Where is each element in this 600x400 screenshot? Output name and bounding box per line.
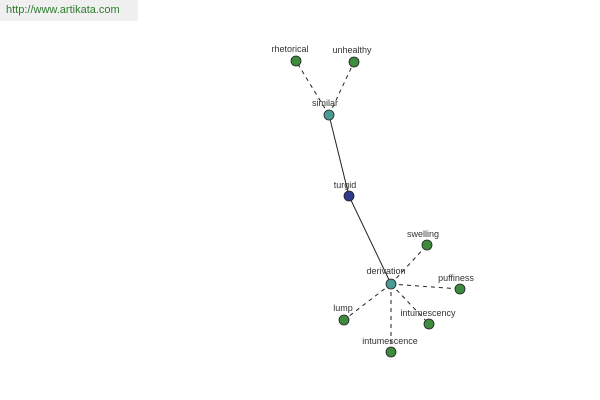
- node-lump-circle[interactable]: [338, 314, 350, 326]
- edge-derivation-puffiness: [390, 283, 461, 290]
- edge-turgid-similar: [328, 114, 350, 197]
- node-unhealthy-label[interactable]: unhealthy: [332, 45, 372, 55]
- artikata-watermark-link[interactable]: http://www.artikata.com: [0, 0, 138, 21]
- node-turgid[interactable]: turgid: [334, 180, 357, 202]
- edge-similar-unhealthy: [328, 61, 355, 116]
- edge-turgid-derivation: [348, 195, 392, 285]
- edge-similar-rhetorical: [295, 60, 330, 116]
- nodes-layer: turgid similar derivation rhetorical unhealt…: [271, 44, 474, 358]
- node-rhetorical-label[interactable]: rhetorical: [271, 44, 308, 54]
- node-lump[interactable]: lump: [333, 303, 353, 326]
- node-intumescence-label[interactable]: intumescence: [362, 336, 418, 346]
- node-similar[interactable]: similar: [312, 98, 338, 121]
- node-lump-label[interactable]: lump: [333, 303, 353, 313]
- edge-derivation-swelling: [390, 244, 428, 285]
- node-swelling[interactable]: swelling: [407, 229, 439, 251]
- node-derivation[interactable]: derivation: [366, 266, 406, 290]
- node-swelling-label[interactable]: swelling: [407, 229, 439, 239]
- node-similar-label[interactable]: similar: [312, 98, 338, 108]
- node-derivation-circle[interactable]: [385, 278, 397, 290]
- node-puffiness-label[interactable]: puffiness: [438, 273, 474, 283]
- node-intumescency[interactable]: intumescency: [400, 308, 456, 330]
- node-unhealthy-circle[interactable]: [348, 56, 360, 68]
- node-intumescency-label[interactable]: intumescency: [400, 308, 456, 318]
- node-turgid-label[interactable]: turgid: [334, 180, 357, 190]
- node-rhetorical-circle[interactable]: [290, 55, 302, 67]
- node-intumescence[interactable]: intumescence: [362, 336, 418, 358]
- node-puffiness[interactable]: puffiness: [438, 273, 474, 295]
- node-puffiness-circle[interactable]: [454, 283, 466, 295]
- edge-derivation-intumescency: [390, 283, 430, 325]
- node-turgid-circle[interactable]: [343, 190, 355, 202]
- node-intumescency-circle[interactable]: [423, 318, 435, 330]
- node-unhealthy[interactable]: unhealthy: [332, 45, 372, 68]
- node-swelling-circle[interactable]: [421, 239, 433, 251]
- edges-layer: [295, 60, 461, 352]
- node-intumescence-circle[interactable]: [385, 346, 397, 358]
- node-derivation-label[interactable]: derivation: [366, 266, 405, 276]
- node-similar-circle[interactable]: [323, 109, 335, 121]
- edge-derivation-lump: [343, 283, 392, 321]
- node-rhetorical[interactable]: rhetorical: [271, 44, 309, 67]
